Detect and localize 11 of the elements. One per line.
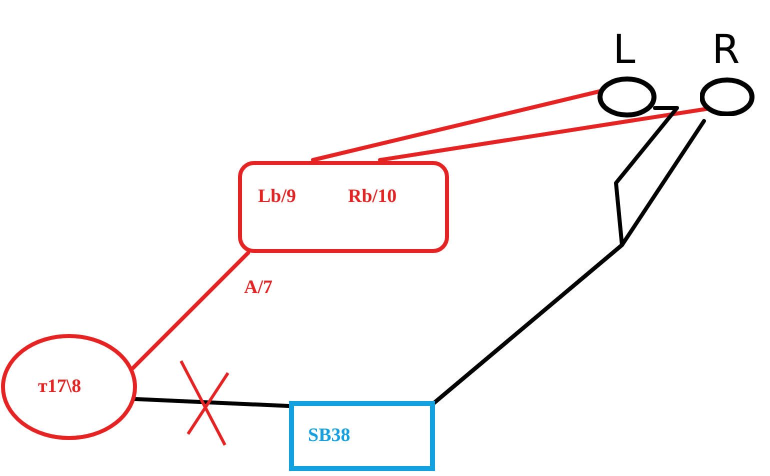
wire: [378, 107, 708, 162]
terminal-label: R: [712, 30, 740, 70]
wire: [131, 251, 250, 370]
wire: [133, 397, 291, 408]
block-label: SB38: [308, 426, 350, 445]
pin-label: Rb/10: [348, 187, 397, 206]
pin-label: Lb/9: [258, 187, 296, 206]
connector-box: [238, 161, 449, 253]
connector-label: т17\8: [38, 377, 82, 396]
terminal-label: L: [613, 30, 636, 70]
block-box: [289, 401, 435, 471]
